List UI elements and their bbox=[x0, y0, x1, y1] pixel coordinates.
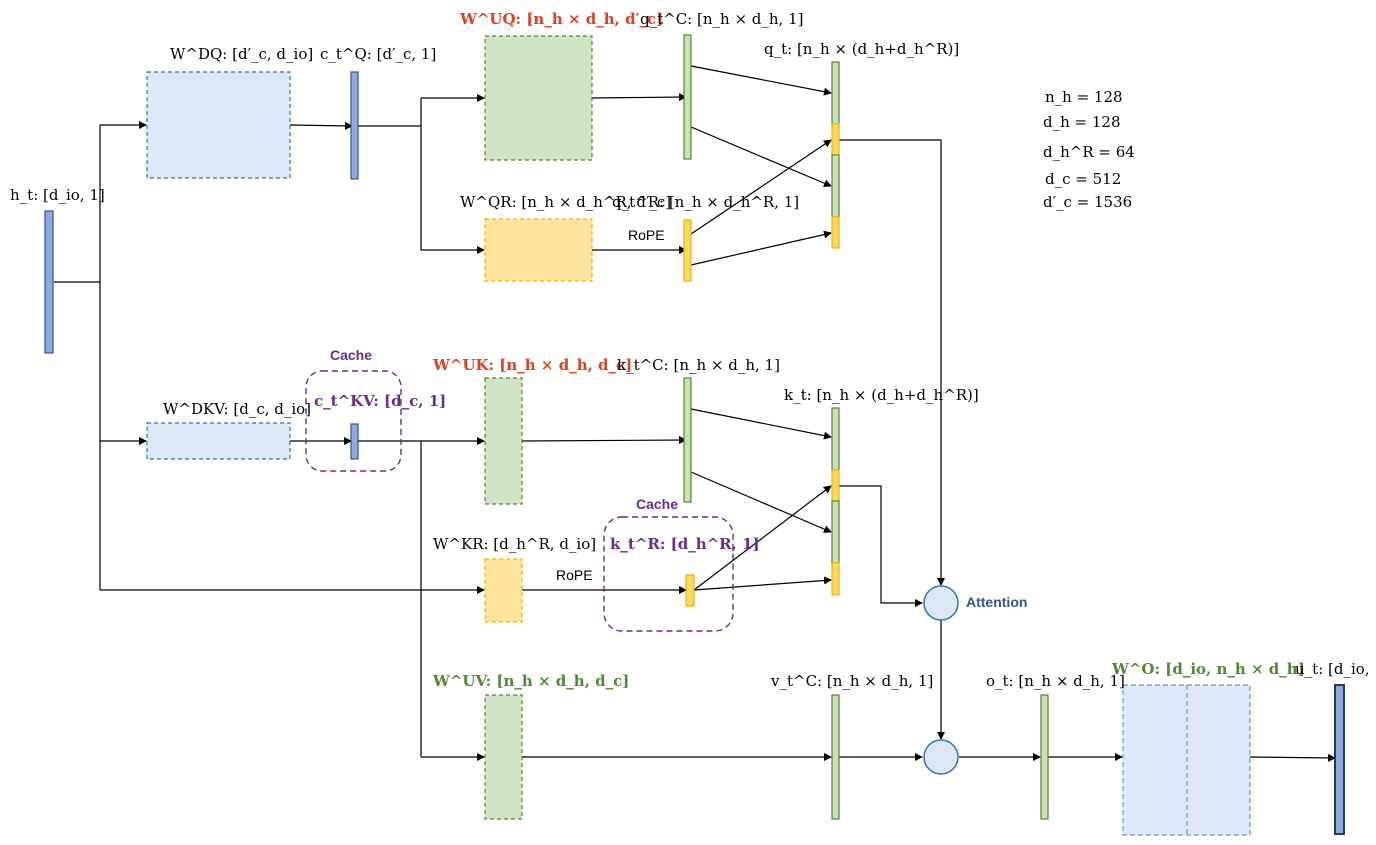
w-dq-matrix bbox=[146, 71, 291, 179]
w-dq-label: W^DQ: [d′_c, d_io] bbox=[170, 45, 313, 63]
cache-box-ckv bbox=[305, 370, 402, 472]
k-r-vector bbox=[685, 574, 695, 607]
param-d-h: d_h = 128 bbox=[1043, 113, 1121, 131]
w-qr-matrix bbox=[484, 218, 593, 282]
k-c-vector bbox=[683, 377, 692, 503]
cache-1-label: Cache bbox=[330, 347, 372, 363]
c-kv-vector bbox=[350, 423, 359, 460]
q-c-label: q_t^C: [n_h × d_h, 1] bbox=[640, 10, 803, 28]
attention-label: Attention bbox=[966, 594, 1027, 610]
w-o-label: W^O: [d_io, n_h × d_h] bbox=[1111, 660, 1305, 678]
param-d-c-prime: d′_c = 1536 bbox=[1043, 193, 1132, 211]
k-c-label: k_t^C: [n_h × d_h, 1] bbox=[617, 356, 780, 374]
w-uk-matrix bbox=[484, 377, 523, 505]
combine-node bbox=[923, 739, 959, 775]
v-c-vector bbox=[831, 694, 840, 820]
k-r-label: k_t^R: [d_h^R, 1] bbox=[610, 535, 760, 553]
w-o-matrix bbox=[1122, 684, 1251, 836]
c-kv-label: c_t^KV: [d_c, 1] bbox=[314, 392, 446, 410]
c-q-label: c_t^Q: [d′_c, 1] bbox=[320, 45, 436, 63]
u-t-vector bbox=[1334, 684, 1345, 835]
connectors bbox=[54, 65, 1336, 762]
w-uk-label: W^UK: [n_h × d_h, d_c] bbox=[432, 356, 632, 374]
cache-box-kr bbox=[603, 516, 734, 632]
o-t-vector bbox=[1040, 694, 1049, 820]
q-r-label: q_t^R: [n_h × d_h^R, 1] bbox=[612, 193, 799, 211]
q-r-vector bbox=[683, 219, 692, 282]
rope-k-label: RoPE bbox=[556, 567, 593, 583]
u-t-label: u_t: [d_io, 1] bbox=[1295, 660, 1376, 678]
w-uv-label: W^UV: [n_h × d_h, d_c] bbox=[432, 672, 629, 690]
k-t-vector bbox=[831, 407, 840, 596]
w-qr-label: W^QR: [n_h × d_h^R, d′_c] bbox=[460, 193, 671, 211]
cache-2-label: Cache bbox=[636, 496, 678, 512]
h-t-vector bbox=[44, 210, 54, 354]
param-d-h-r: d_h^R = 64 bbox=[1043, 143, 1135, 161]
w-dkv-matrix bbox=[146, 422, 291, 460]
attention-node bbox=[923, 585, 959, 621]
q-c-vector bbox=[683, 34, 692, 160]
parameter-list: n_h = 128 d_h = 128 d_h^R = 64 d_c = 512… bbox=[1043, 88, 1135, 211]
w-uv-matrix bbox=[484, 694, 523, 820]
v-c-label: v_t^C: [n_h × d_h, 1] bbox=[770, 672, 933, 690]
w-kr-label: W^KR: [d_h^R, d_io] bbox=[433, 535, 596, 553]
h-t-label: h_t: [d_io, 1] bbox=[10, 186, 105, 204]
w-uq-matrix bbox=[484, 35, 593, 161]
q-t-label: q_t: [n_h × (d_h+d_h^R)] bbox=[764, 40, 959, 58]
o-t-label: o_t: [n_h × d_h, 1] bbox=[986, 672, 1125, 690]
c-q-vector bbox=[350, 71, 359, 180]
rope-q-label: RoPE bbox=[628, 227, 665, 243]
w-kr-matrix bbox=[484, 558, 523, 623]
w-dkv-label: W^DKV: [d_c, d_io] bbox=[163, 400, 311, 418]
param-n-h: n_h = 128 bbox=[1045, 88, 1123, 106]
k-t-label: k_t: [n_h × (d_h+d_h^R)] bbox=[784, 386, 979, 404]
w-uq-label: W^UQ: [n_h × d_h, d′_c] bbox=[459, 10, 663, 28]
param-d-c: d_c = 512 bbox=[1045, 170, 1121, 188]
q-t-vector bbox=[831, 61, 840, 249]
